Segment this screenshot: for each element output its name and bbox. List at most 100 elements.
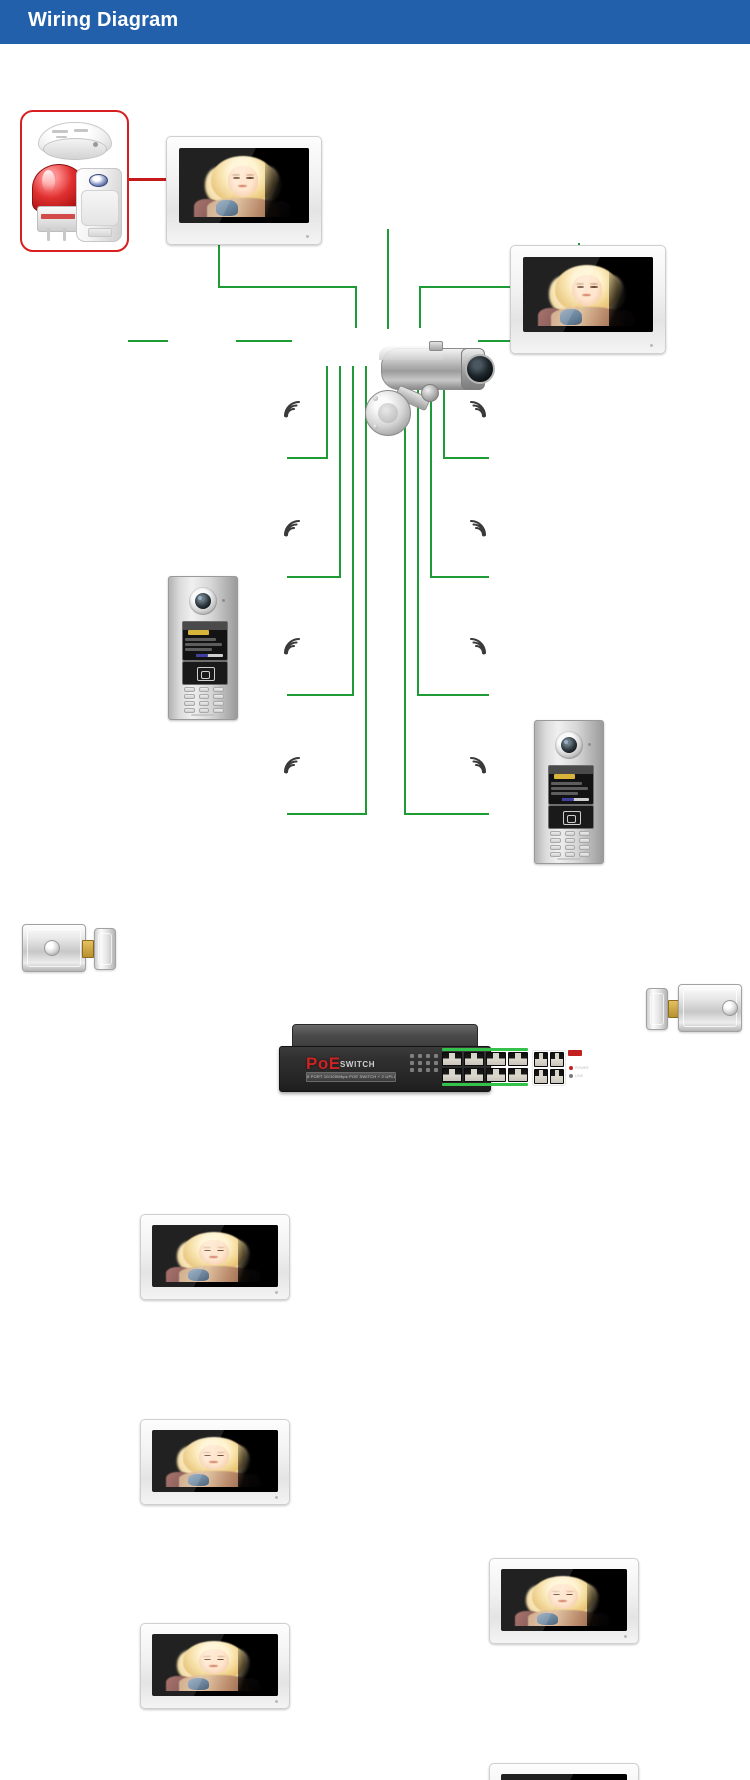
- electric-lock-left[interactable]: [22, 918, 126, 978]
- camera-base-screw: [373, 396, 378, 401]
- display-progress-track: [196, 653, 224, 657]
- display-progress-fill: [562, 797, 574, 801]
- smoke-detector-vent: [56, 136, 67, 138]
- switch-poe-led-bar: [442, 1048, 528, 1051]
- keypad-key[interactable]: [213, 708, 224, 713]
- keypad-key[interactable]: [550, 838, 561, 843]
- door-station-display[interactable]: [182, 621, 228, 661]
- wifi-signal-icon: [466, 518, 488, 543]
- wire-monitor-top-left-into-switch: [355, 286, 357, 328]
- wire-left-feed-2: [287, 576, 341, 578]
- siren-label-strip: [41, 214, 75, 219]
- switch-port[interactable]: [442, 1052, 462, 1066]
- monitor-video-feed: [160, 1639, 266, 1691]
- switch-port[interactable]: [486, 1052, 506, 1066]
- keypad-key[interactable]: [564, 852, 576, 857]
- wire-monitor-top-right-run: [419, 286, 579, 288]
- monitor-left-2[interactable]: [140, 1419, 290, 1505]
- lock-bolt: [82, 940, 94, 958]
- display-list-row: [184, 642, 222, 646]
- keypad-key[interactable]: [550, 852, 561, 857]
- ip-camera[interactable]: [355, 341, 495, 444]
- siren-base: [37, 206, 81, 232]
- keypad-key[interactable]: [579, 831, 590, 836]
- keypad-key[interactable]: [550, 845, 561, 850]
- keypad-key[interactable]: [564, 838, 576, 843]
- monitor-indicator-dot: [306, 235, 309, 238]
- monitor-right-2[interactable]: [489, 1763, 639, 1780]
- switch-port[interactable]: [442, 1068, 462, 1082]
- switch-led: [426, 1061, 430, 1065]
- door-station-display[interactable]: [548, 765, 594, 805]
- smoke-detector[interactable]: [38, 122, 112, 168]
- monitor-top-left[interactable]: [166, 136, 322, 245]
- switch-uplink-port[interactable]: [550, 1069, 564, 1084]
- pir-motion-sensor[interactable]: [76, 168, 122, 242]
- monitor-screen: [179, 148, 309, 223]
- monitor-indicator-dot: [650, 344, 653, 347]
- wiring-diagram-canvas: PoE SWITCH 8 PORT 10/100Mbps POE SWITCH …: [0, 44, 750, 1780]
- siren-plug-pin: [63, 228, 66, 241]
- keypad-key[interactable]: [579, 845, 590, 850]
- door-station-microphone: [222, 599, 225, 602]
- wire-monitor-top-left-drop: [218, 243, 220, 287]
- keypad-key[interactable]: [564, 845, 576, 850]
- keypad-key[interactable]: [579, 838, 590, 843]
- switch-poe-ports[interactable]: [442, 1052, 528, 1082]
- alarm-sensor-group[interactable]: [20, 110, 129, 252]
- door-station-card-reader[interactable]: [182, 661, 228, 685]
- switch-uplink-port[interactable]: [534, 1069, 548, 1084]
- keypad-key[interactable]: [184, 701, 195, 706]
- monitor-left-3[interactable]: [140, 1623, 290, 1709]
- switch-port[interactable]: [508, 1068, 528, 1082]
- keypad-key[interactable]: [550, 831, 561, 836]
- door-station-left[interactable]: [168, 576, 238, 720]
- keypad-key[interactable]: [213, 694, 224, 699]
- keypad-key[interactable]: [579, 852, 590, 857]
- electric-lock-right[interactable]: [644, 978, 748, 1038]
- monitor-screen: [501, 1774, 627, 1780]
- keypad-key[interactable]: [213, 701, 224, 706]
- monitor-video-feed: [160, 1435, 266, 1487]
- wifi-signal-icon: [466, 636, 488, 661]
- monitor-top-right[interactable]: [510, 245, 666, 354]
- monitor-indicator-dot: [624, 1635, 627, 1638]
- keypad-key[interactable]: [184, 687, 195, 692]
- switch-port[interactable]: [508, 1052, 528, 1066]
- camera-sun-hood: [379, 346, 443, 360]
- switch-port[interactable]: [486, 1068, 506, 1082]
- wifi-signal-icon: [282, 636, 304, 661]
- lock-strike-plate: [646, 988, 668, 1030]
- monitor-right-1[interactable]: [489, 1558, 639, 1644]
- display-amber-field: [554, 774, 575, 779]
- monitor-left-1[interactable]: [140, 1214, 290, 1300]
- monitor-indicator-dot: [275, 1700, 278, 1703]
- monitor-video-feed: [160, 1230, 266, 1282]
- door-station-right[interactable]: [534, 720, 604, 864]
- display-progress-track: [562, 797, 590, 801]
- switch-led-array: [410, 1054, 438, 1072]
- keypad-key[interactable]: [184, 694, 195, 699]
- switch-led: [426, 1054, 430, 1058]
- door-station-speaker: [557, 858, 581, 860]
- switch-uplink-port[interactable]: [534, 1052, 548, 1067]
- switch-model-label: SWITCH: [340, 1060, 376, 1069]
- switch-port[interactable]: [464, 1068, 484, 1082]
- poe-switch[interactable]: PoE SWITCH 8 PORT 10/100Mbps POE SWITCH …: [279, 1024, 589, 1092]
- door-station-keypad[interactable]: [184, 687, 224, 713]
- keypad-key[interactable]: [198, 694, 210, 699]
- keypad-key[interactable]: [198, 687, 210, 692]
- switch-port[interactable]: [464, 1052, 484, 1066]
- monitor-indicator-dot: [275, 1291, 278, 1294]
- switch-uplink-port[interactable]: [550, 1052, 564, 1067]
- wire-right-feed-4: [404, 813, 489, 815]
- door-station-card-reader[interactable]: [548, 805, 594, 829]
- door-station-keypad[interactable]: [550, 831, 590, 857]
- switch-uplink-ports[interactable]: [532, 1050, 566, 1086]
- keypad-key[interactable]: [213, 687, 224, 692]
- keypad-key[interactable]: [198, 708, 210, 713]
- keypad-key[interactable]: [198, 701, 210, 706]
- keypad-key[interactable]: [184, 708, 195, 713]
- keypad-key[interactable]: [564, 831, 576, 836]
- switch-badge: [568, 1050, 582, 1056]
